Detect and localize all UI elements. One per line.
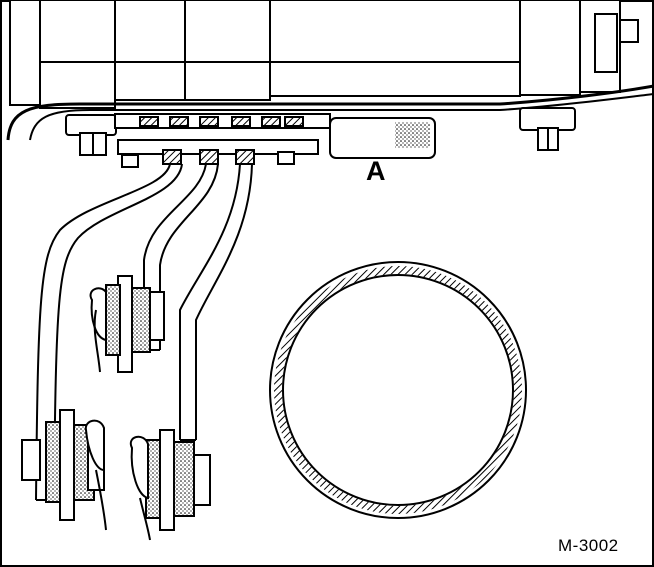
figure-reference-id: M-3002	[558, 536, 619, 555]
mounting-bolt-left	[65, 114, 117, 156]
mounting-bolt-right	[519, 107, 576, 151]
tube-cross-section	[269, 261, 527, 519]
lead-bars	[35, 163, 253, 501]
terminal-connector-2	[21, 409, 107, 531]
terminal-connector-1	[89, 275, 165, 373]
housing	[9, 0, 639, 109]
callout-label-a: A	[366, 156, 386, 186]
housing-flange	[6, 84, 654, 141]
rail-grommets	[162, 149, 255, 165]
terminal-connector-3	[129, 429, 211, 541]
